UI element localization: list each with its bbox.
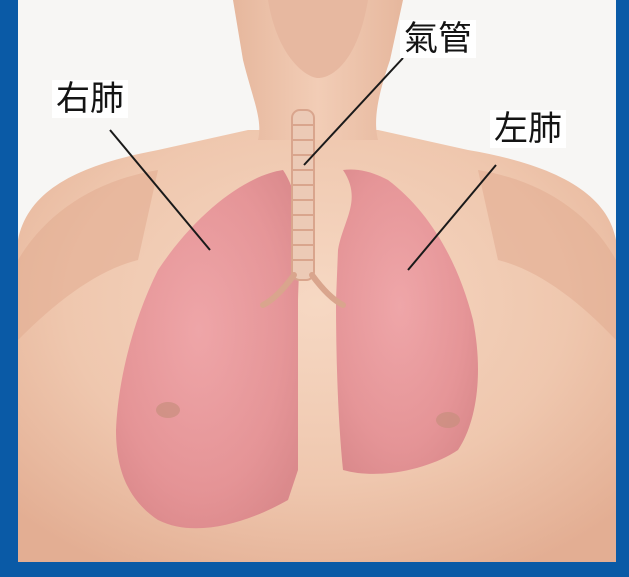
right-nipple [156,402,180,418]
left-nipple [436,412,460,428]
label-right-lung: 右肺 [52,80,128,118]
label-left-lung: 左肺 [490,110,566,148]
trachea [292,110,314,280]
label-trachea: 氣管 [400,20,476,58]
